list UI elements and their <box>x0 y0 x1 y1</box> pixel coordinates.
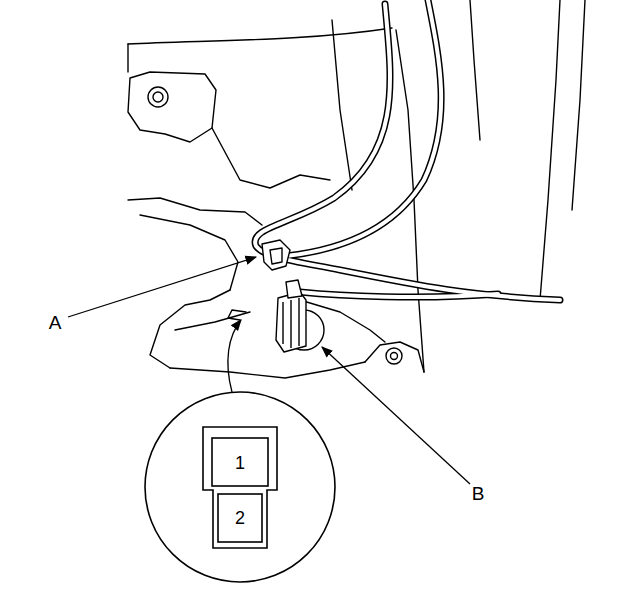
callout-letter: A <box>49 313 62 332</box>
pin-number: 2 <box>235 509 245 527</box>
callout-letter: B <box>472 484 485 503</box>
pin-number: 1 <box>235 454 245 472</box>
